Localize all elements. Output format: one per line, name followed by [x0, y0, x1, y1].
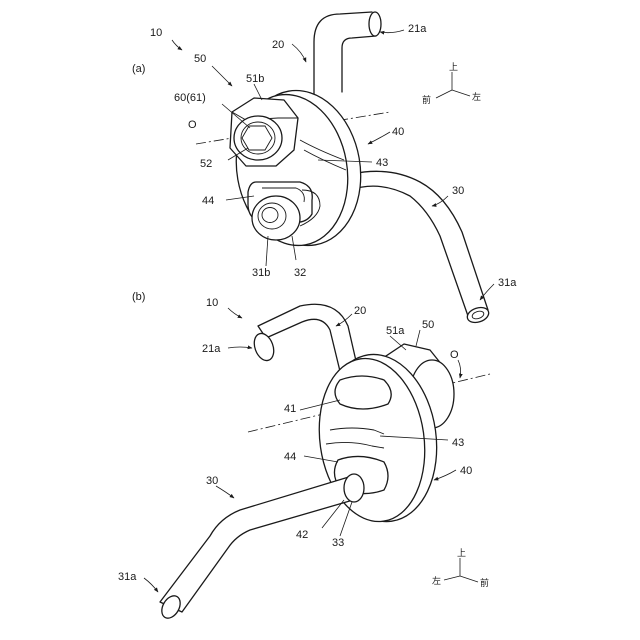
direction-indicator-a: 上 前 左 — [422, 62, 481, 106]
label-a-31a: 31a — [498, 277, 517, 289]
lower-nut-a — [252, 196, 300, 240]
label-b-33: 33 — [332, 537, 344, 549]
label-a-51b: 51b — [246, 73, 264, 85]
label-b-51a: 51a — [386, 325, 405, 337]
label-a-44: 44 — [202, 195, 214, 207]
view-b: (b) — [118, 291, 490, 621]
label-b-10: 10 — [206, 297, 218, 309]
bolt-unit-a — [230, 98, 298, 166]
view-b-title: (b) — [132, 291, 145, 303]
label-a-10: 10 — [150, 27, 162, 39]
dir-up-a: 上 — [449, 62, 458, 73]
label-b-21a: 21a — [202, 343, 221, 355]
label-b-40: 40 — [460, 465, 472, 477]
dir-front-a: 前 — [422, 94, 431, 106]
label-b-50: 50 — [422, 319, 434, 331]
direction-indicator-b: 上 左 前 — [432, 548, 489, 589]
label-a-31b: 31b — [252, 267, 270, 279]
label-a-20: 20 — [272, 39, 284, 51]
label-a-32: 32 — [294, 267, 306, 279]
dir-front-b: 前 — [480, 577, 489, 589]
view-a: (a) — [132, 12, 517, 325]
label-a-60-61: 60(61) — [174, 92, 206, 104]
label-b-20: 20 — [354, 305, 366, 317]
label-b-43: 43 — [452, 437, 464, 449]
label-b-31a: 31a — [118, 571, 137, 583]
label-a-30: 30 — [452, 185, 464, 197]
label-b-44: 44 — [284, 451, 296, 463]
label-a-50: 50 — [194, 53, 206, 65]
dir-left-b: 左 — [432, 575, 441, 587]
label-b-O: O — [450, 349, 459, 361]
upper-pipe-a — [314, 12, 381, 98]
label-a-21a: 21a — [408, 23, 427, 35]
dir-left-a: 左 — [472, 91, 481, 103]
label-b-30: 30 — [206, 475, 218, 487]
label-a-43: 43 — [376, 157, 388, 169]
dir-up-b: 上 — [457, 548, 466, 559]
label-b-41: 41 — [284, 403, 296, 415]
view-a-title: (a) — [132, 63, 145, 75]
lower-pipe-a — [350, 171, 491, 325]
label-a-52: 52 — [200, 158, 212, 170]
label-a-40: 40 — [392, 126, 404, 138]
label-b-42: 42 — [296, 529, 308, 541]
label-a-O: O — [188, 119, 197, 131]
